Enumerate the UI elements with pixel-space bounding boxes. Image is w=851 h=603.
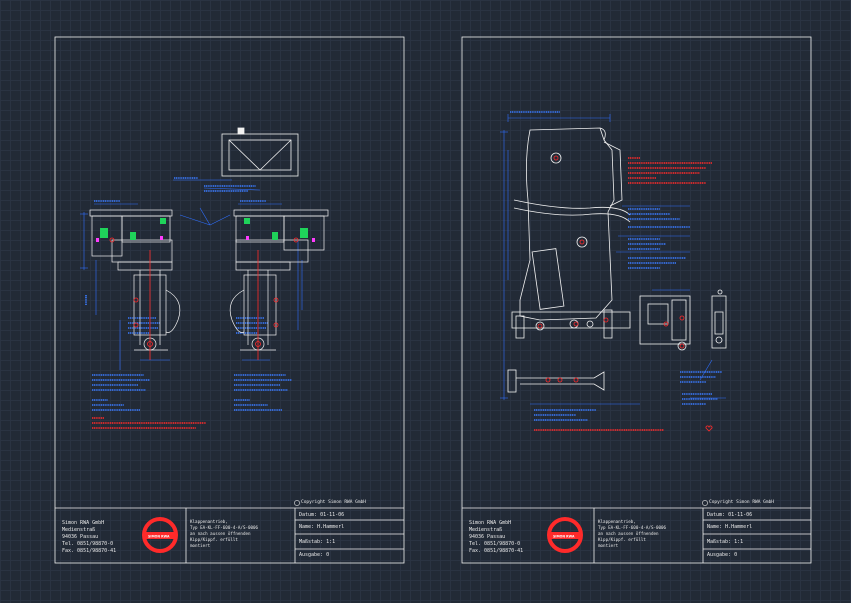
issue-field: Ausgabe: 0 (707, 552, 738, 558)
scale-field: Maßstab: 1:1 (299, 539, 336, 545)
title-line: montiert (598, 543, 619, 548)
datum-field: Datum: 01-11-06 (707, 512, 753, 518)
company-line: Fax. 0851/98870-41 (62, 548, 117, 554)
title-line: Klappenantrieb, (598, 519, 636, 524)
copyright-label: Copyright Simon RWA GmbH (301, 500, 367, 505)
scale-field: Maßstab: 1:1 (707, 539, 744, 545)
logo-text: SIMON RWA (148, 535, 170, 539)
sheet-1-section-drawing (80, 127, 329, 429)
window-symbol (221, 127, 299, 177)
title-line: Kipp/Kippf. erfüllt (190, 537, 238, 542)
copyright-label: Copyright Simon RWA GmbH (709, 500, 775, 505)
right-profile (229, 209, 329, 351)
logo-sheet-2: SIMON RWA (547, 517, 583, 553)
name-field: Name: H.Hammerl (707, 524, 753, 530)
logo-sheet-1: SIMON RWA (142, 517, 178, 553)
company-line: 94036 Passau (62, 534, 99, 540)
company-line: Tel. 0851/98870-0 (62, 541, 114, 547)
left-profile (89, 209, 181, 351)
title-line: Typ EA-KL-FF-600-4-A/S-0006 (598, 525, 667, 530)
title-line: an nach aussen öffnenden (598, 531, 659, 536)
sheet-2-drive-drawing (500, 111, 727, 432)
company-line: Medienstraß (62, 527, 96, 533)
title-line: an nach aussen öffnenden (190, 531, 251, 536)
company-line: Tel. 0851/98870-0 (469, 541, 521, 547)
title-line: Klappenantrieb, (190, 519, 228, 524)
sheet-1-frame (54, 36, 405, 564)
company-line: Medienstraß (469, 527, 503, 533)
company-line: 94036 Passau (469, 534, 506, 540)
sheet-2-frame (461, 36, 812, 564)
company-line: Fax. 0851/98870-41 (469, 548, 524, 554)
logo-text: SIMON RWA (553, 535, 575, 539)
title-line: montiert (190, 543, 211, 548)
datum-field: Datum: 01-11-06 (299, 512, 345, 518)
title-line: Kipp/Kippf. erfüllt (598, 537, 646, 542)
company-line: Simon RWA GmbH (469, 520, 512, 526)
title-line: Typ EA-KL-FF-600-4-A/S-0006 (190, 525, 259, 530)
company-line: Simon RWA GmbH (62, 520, 105, 526)
issue-field: Ausgabe: 0 (299, 552, 330, 558)
name-field: Name: H.Hammerl (299, 524, 345, 530)
